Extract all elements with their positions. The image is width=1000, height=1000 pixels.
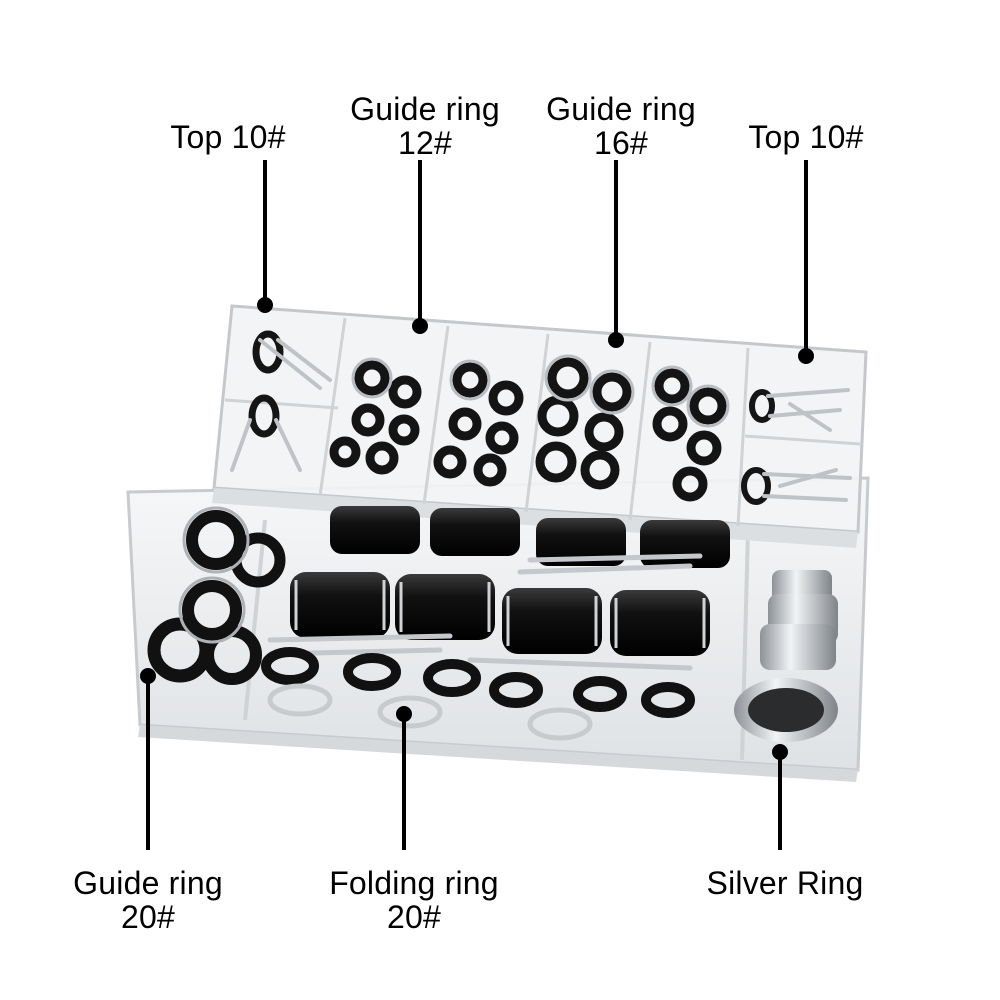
leader-lines [140,160,814,850]
callout-guide-ring-20: Guide ring 20# [48,866,248,934]
lower-ring-row [261,647,695,741]
callout-folding-ring-20: Folding ring 20# [304,866,524,934]
callout-label: Top 10# [170,119,286,155]
folding-ring-cylinders [267,506,730,671]
callout-guide-ring-12: Guide ring 12# [330,92,520,160]
large-guide-rings [147,506,286,685]
callout-label: Guide ring [73,865,223,901]
small-guide-ring-frames [351,354,730,428]
callout-top-10-left: Top 10# [148,120,308,154]
callout-label: Folding ring [329,865,499,901]
small-guide-rings [329,357,727,502]
callout-size: 20# [121,899,175,935]
top-guides [230,330,852,505]
callout-top-10-right: Top 10# [726,120,886,154]
callout-silver-ring: Silver Ring [690,866,880,900]
silver-rings [734,570,838,742]
callout-size: 12# [398,125,452,161]
callout-guide-ring-16: Guide ring 16# [526,92,716,160]
callout-label: Guide ring [350,91,500,127]
callout-size: 20# [387,899,441,935]
callout-label: Top 10# [748,119,864,155]
callout-label: Guide ring [546,91,696,127]
callout-label: Silver Ring [706,865,864,901]
callout-size: 16# [594,125,648,161]
